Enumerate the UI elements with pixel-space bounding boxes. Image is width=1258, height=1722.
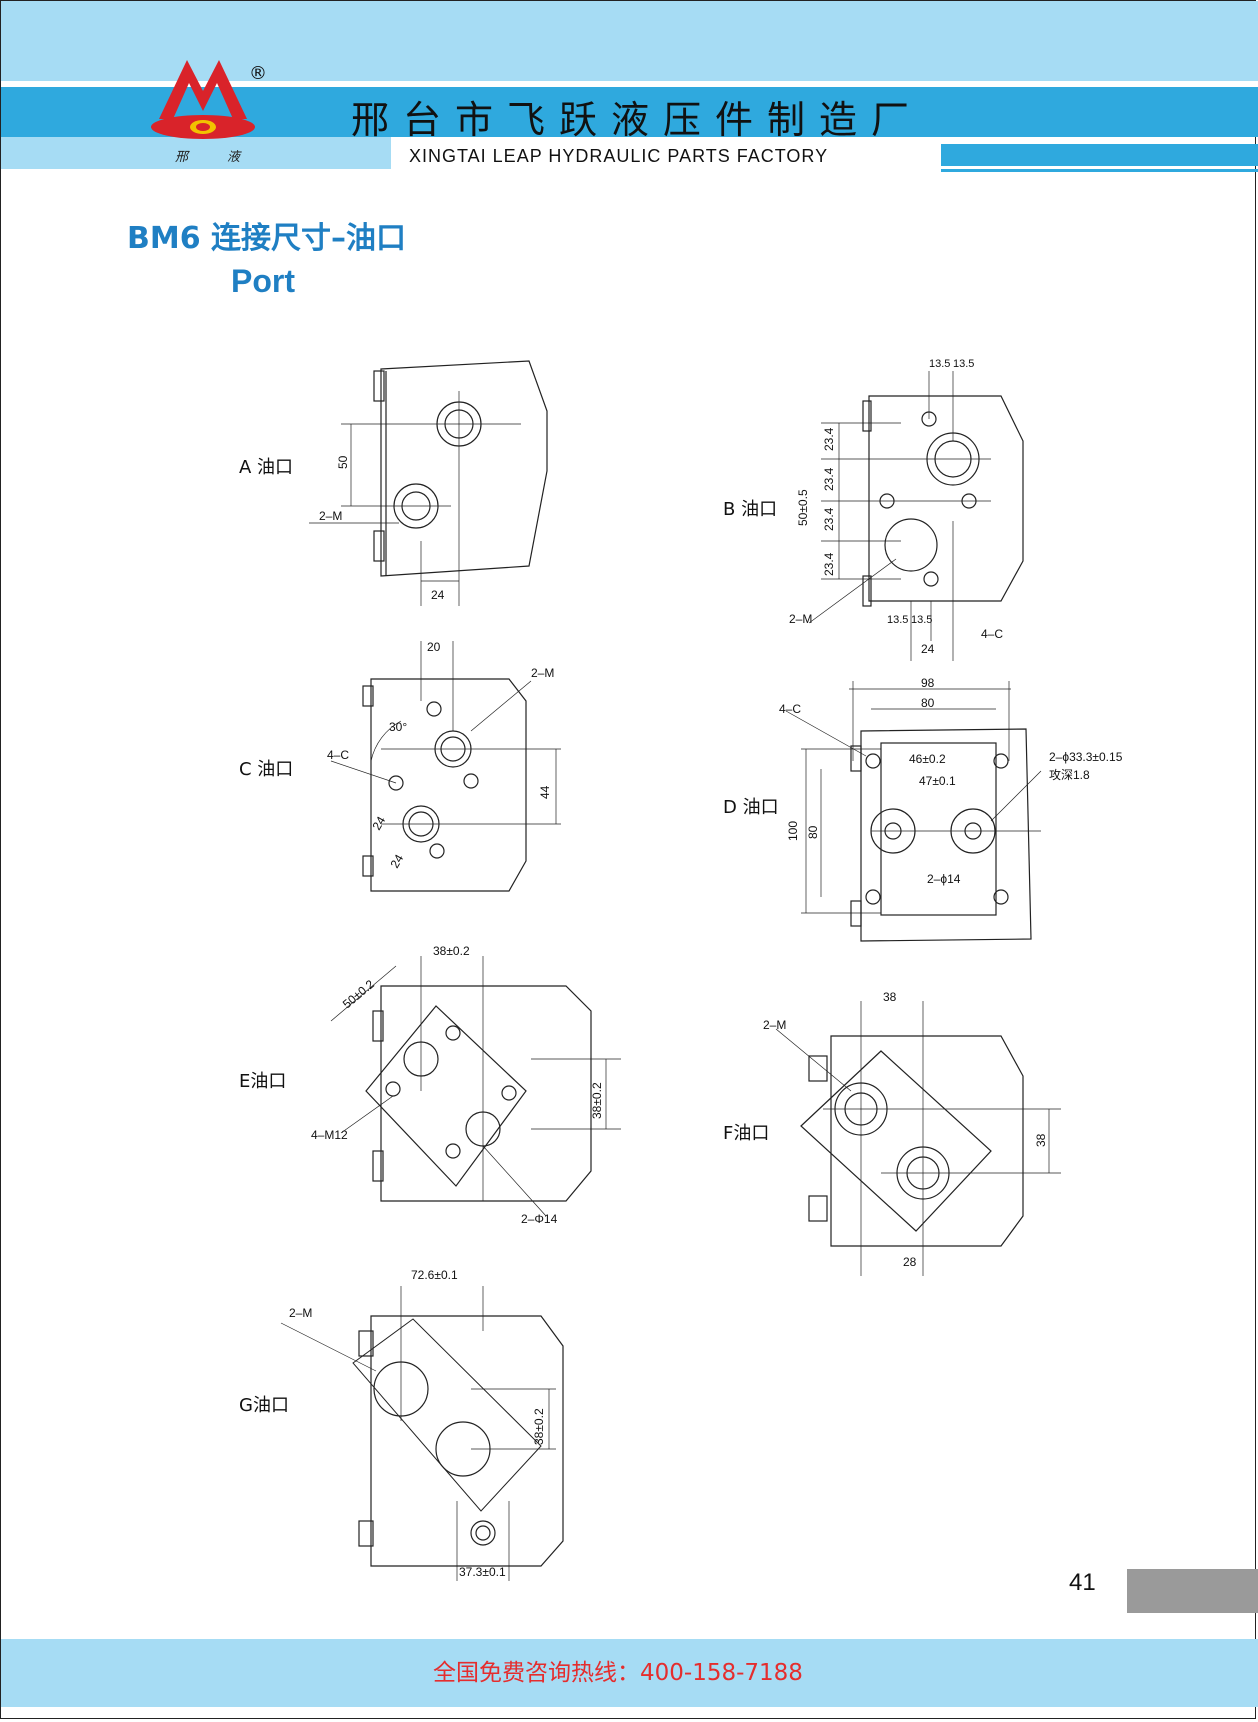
dim-b-v2: 23.4 xyxy=(822,467,836,491)
port-d-label: D 油口 xyxy=(723,797,779,818)
dim-c-diag2: 24 xyxy=(387,852,406,871)
dim-b-bottom2: 13.5 xyxy=(911,614,932,626)
dim-d-depth-note: 攻深1.8 xyxy=(1049,768,1090,782)
port-c-label: C 油口 xyxy=(239,759,294,780)
dim-b-v3: 23.4 xyxy=(822,507,836,531)
dim-e-right: 38±0.2 xyxy=(590,1082,604,1119)
dim-f-bottom: 28 xyxy=(903,1255,917,1269)
dim-g-bottom: 37.3±0.1 xyxy=(459,1565,506,1579)
dim-c-vertical: 44 xyxy=(538,785,552,799)
header-divider xyxy=(1,81,1258,87)
hotline: 全国免费咨询热线：400-158-7188 xyxy=(433,1653,803,1687)
port-b-label: B 油口 xyxy=(723,499,778,520)
drawing-port-f xyxy=(775,1001,1061,1276)
drawing-port-c xyxy=(330,641,561,892)
footer-band xyxy=(1,1639,1258,1707)
dim-a-thread: 2–M xyxy=(319,509,342,523)
logo-text-right: 液 xyxy=(227,150,242,165)
dim-b-holes: 4–C xyxy=(981,627,1003,641)
dim-b-top2: 13.5 xyxy=(953,358,974,370)
dim-b-total: 50±0.5 xyxy=(796,489,810,526)
header-accent-line xyxy=(941,169,1258,172)
section-title: BM6 连接尺寸–油口 xyxy=(127,221,407,256)
logo-text-left: 邢 xyxy=(175,150,190,165)
header-accent-band xyxy=(941,144,1258,166)
dim-d-h-inner: 80 xyxy=(806,825,820,839)
section-subtitle: Port xyxy=(231,263,295,299)
dim-g-right: 38±0.2 xyxy=(532,1408,546,1445)
page-number: 41 xyxy=(1069,1569,1096,1596)
port-e-label: E油口 xyxy=(239,1071,287,1092)
drawing-port-d xyxy=(785,681,1042,942)
dim-f-thread: 2–M xyxy=(763,1018,786,1032)
dim-a-vertical: 50 xyxy=(336,455,350,469)
dim-d-c2: 47±0.1 xyxy=(919,774,956,788)
dim-f-right: 38 xyxy=(1034,1133,1048,1147)
dim-d-ports: 2–ϕ14 xyxy=(927,872,961,886)
dim-b-bottom1: 13.5 xyxy=(887,614,908,626)
hotline-label: 全国免费咨询热线 xyxy=(433,1660,617,1686)
page-number-bar xyxy=(1127,1569,1258,1613)
dim-f-top: 38 xyxy=(883,990,897,1004)
dim-e-diag: 50±0.2 xyxy=(340,977,377,1011)
dim-b-v1: 23.4 xyxy=(822,427,836,451)
header-logo-underband xyxy=(1,137,391,169)
dim-d-bore-note: 2–ϕ33.3±0.15 xyxy=(1049,750,1123,764)
dim-d-w-inner: 80 xyxy=(921,696,935,710)
dim-c-angle: 30° xyxy=(389,720,407,734)
drawing-port-e xyxy=(330,956,621,1217)
dim-e-top: 38±0.2 xyxy=(433,944,470,958)
port-f-label: F油口 xyxy=(723,1123,770,1144)
dim-e-ports: 2–Φ14 xyxy=(521,1212,558,1226)
company-name-en: XINGTAI LEAP HYDRAULIC PARTS FACTORY xyxy=(409,146,829,166)
dim-d-h-outer: 100 xyxy=(786,821,800,841)
drawing-port-g xyxy=(280,1286,564,1581)
dim-c-diag1: 24 xyxy=(369,814,388,833)
registered-mark: ® xyxy=(249,63,267,84)
port-a-label: A 油口 xyxy=(239,457,294,478)
dim-b-thread: 2–M xyxy=(789,612,812,626)
dim-d-w-outer: 98 xyxy=(921,676,935,690)
dim-c-top: 20 xyxy=(427,640,441,654)
drawing-port-b xyxy=(808,371,1024,661)
dim-b-bottom-total: 24 xyxy=(921,642,935,656)
dim-b-top1: 13.5 xyxy=(929,358,950,370)
dim-d-c1: 46±0.2 xyxy=(909,752,946,766)
dim-c-holes: 4–C xyxy=(327,748,349,762)
header-top-band xyxy=(1,1,1258,81)
dim-e-holes: 4–M12 xyxy=(311,1128,348,1142)
dim-g-thread: 2–M xyxy=(289,1306,312,1320)
dim-d-holes: 4–C xyxy=(779,702,801,716)
company-name-cn: 邢台市飞跃液压件制造厂 xyxy=(351,98,924,142)
port-g-label: G油口 xyxy=(239,1395,289,1416)
dim-g-top: 72.6±0.1 xyxy=(411,1268,458,1282)
drawing-port-a xyxy=(309,360,548,606)
dim-c-thread: 2–M xyxy=(531,666,554,680)
company-logo: 邢 液 xyxy=(151,60,255,165)
dim-a-horizontal: 24 xyxy=(431,588,445,602)
hotline-number: 400-158-7188 xyxy=(640,1660,803,1686)
hotline-separator: ： xyxy=(617,1660,640,1686)
dim-b-v4: 23.4 xyxy=(822,552,836,576)
